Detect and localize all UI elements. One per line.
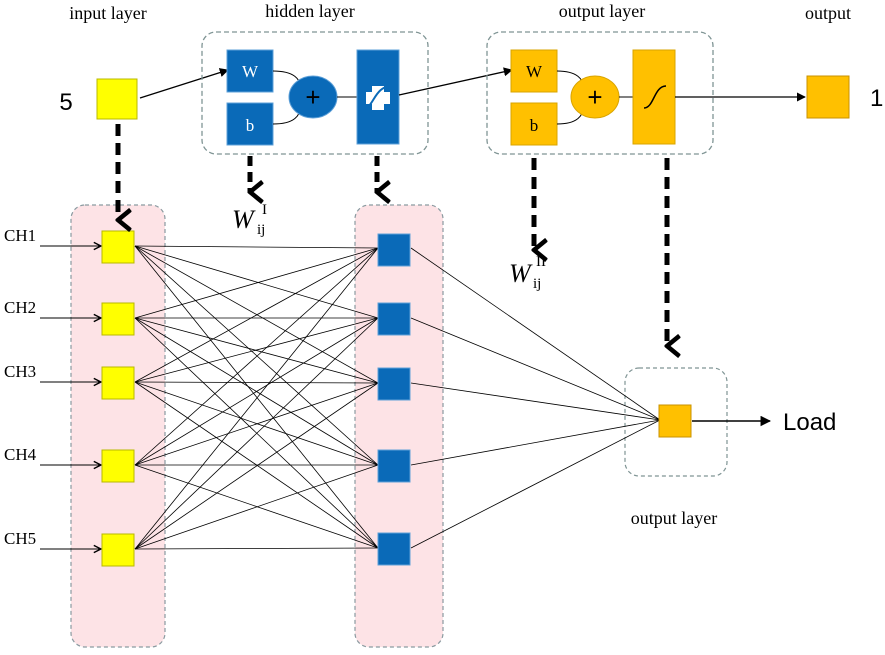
- output-block-container: [486, 31, 714, 155]
- plus-icon: +: [587, 82, 602, 112]
- hidden-node: [377, 449, 411, 483]
- input-to-hidden-arrow: [139, 68, 229, 99]
- output-bias-label: b: [530, 116, 539, 135]
- input-layer-label: input layer: [69, 3, 146, 23]
- output-weight-label: W: [526, 62, 543, 81]
- hidden-to-output-arrow: [398, 67, 513, 96]
- input-nodes-group: [70, 204, 166, 648]
- plus-icon: +: [305, 82, 320, 112]
- final-output-node: [806, 75, 850, 119]
- output-layer-bottom-label: output layer: [631, 508, 717, 528]
- output-bias-box: [510, 102, 558, 146]
- sigmoid-icon: [363, 85, 393, 110]
- input-node: [101, 366, 135, 400]
- input-node: [101, 302, 135, 336]
- sigmoid-icon: [643, 85, 667, 109]
- hidden-weight-symbol: W: [232, 205, 256, 234]
- output-layer-container: [624, 367, 728, 477]
- output-layer-top-label: output layer: [559, 1, 645, 21]
- hidden-weight-sup: I: [262, 202, 267, 218]
- hidden-weight-label: W: [242, 62, 259, 81]
- hidden-node: [377, 302, 411, 336]
- channel-label: CH5: [4, 529, 36, 548]
- hidden-node: [377, 532, 411, 566]
- channel-label: CH4: [4, 445, 37, 464]
- input-hidden-connections: [134, 245, 379, 550]
- input-count: 5: [59, 89, 72, 116]
- input-node: [101, 230, 135, 264]
- hidden-bias-label: b: [246, 116, 255, 135]
- output-weight-sup: II: [536, 254, 546, 270]
- hidden-weight-box: [226, 49, 274, 93]
- hidden-layer-label: hidden layer: [265, 1, 354, 21]
- hidden-weight-sub: ij: [257, 222, 265, 238]
- output-node: [658, 404, 692, 438]
- input-node-top: [96, 78, 138, 120]
- load-label: Load: [783, 409, 836, 436]
- input-node: [101, 533, 135, 567]
- output-weight-sub: ij: [533, 276, 541, 292]
- channel-label: CH3: [4, 362, 36, 381]
- hidden-nodes: [377, 233, 411, 566]
- output-weight-box: [510, 49, 558, 93]
- hidden-node: [377, 233, 411, 267]
- channel-input-arrows: [40, 246, 101, 549]
- hidden-block-container: [201, 31, 429, 155]
- mapping-arrows: [115, 124, 667, 346]
- output-count: 1: [870, 85, 883, 112]
- hidden-output-connections: [410, 247, 661, 549]
- hidden-nodes-group: [354, 204, 444, 648]
- output-weight-symbol: W: [509, 259, 533, 288]
- channel-label: CH2: [4, 298, 36, 317]
- input-node: [101, 449, 135, 483]
- input-nodes: [101, 230, 135, 567]
- hidden-bias-box: [226, 102, 274, 146]
- hidden-node: [377, 367, 411, 401]
- channel-label: CH1: [4, 226, 36, 245]
- output-label: output: [805, 3, 851, 23]
